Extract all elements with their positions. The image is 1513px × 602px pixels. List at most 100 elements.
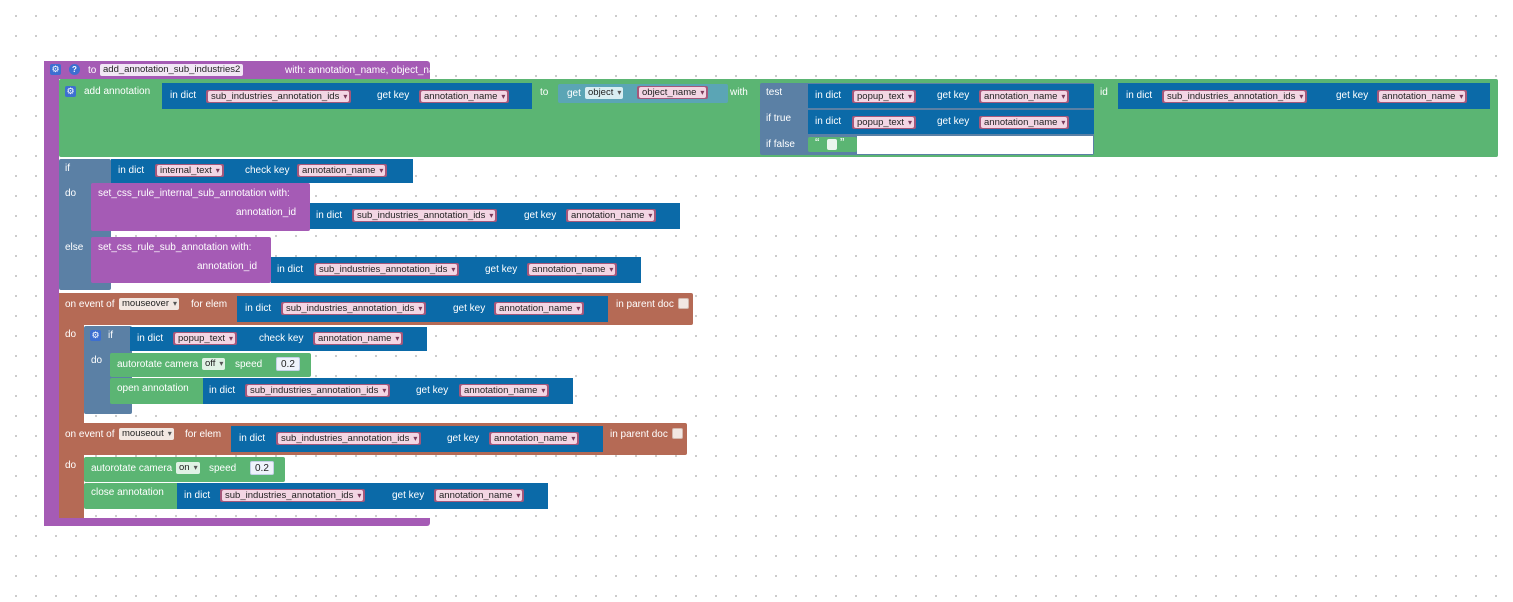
variable-sub-industries-annotation-ids[interactable]: sub_industries_annotation_ids — [314, 263, 460, 276]
get-label: get — [567, 88, 581, 99]
speed-number-field[interactable]: 0.2 — [250, 461, 274, 475]
test-label: test — [766, 87, 783, 98]
variable-annotation-name[interactable]: annotation_name — [297, 164, 388, 177]
call-set-css-sub-label: set_css_rule_sub_annotation with: — [98, 242, 252, 253]
get-key-label: get key — [392, 490, 425, 501]
in-dict-label: in dict — [815, 90, 842, 101]
variable-annotation-name[interactable]: annotation_name — [979, 116, 1070, 129]
gear-icon[interactable]: ⚙ — [50, 64, 61, 75]
do-label: do — [65, 329, 77, 340]
in-dict-label: in dict — [137, 333, 164, 344]
gear-icon[interactable]: ⚙ — [90, 330, 101, 341]
in-dict-label: in dict — [245, 303, 272, 314]
in-dict-label: in dict — [209, 385, 236, 396]
variable-internal-text[interactable]: internal_text — [155, 164, 224, 177]
do-label: do — [65, 460, 77, 471]
get-type-dropdown[interactable]: object — [585, 87, 624, 99]
if-label: if — [65, 163, 70, 174]
variable-popup-text[interactable]: popup_text — [852, 116, 917, 129]
id-label: id — [1100, 87, 1108, 98]
variable-annotation-name[interactable]: annotation_name — [1377, 90, 1468, 103]
variable-annotation-name[interactable]: annotation_name — [979, 90, 1070, 103]
check-key-label: check key — [259, 333, 304, 344]
func-to-label: to — [88, 65, 97, 76]
event-type-dropdown[interactable]: mouseover — [119, 298, 179, 310]
in-dict-label: in dict — [1126, 90, 1153, 101]
variable-popup-text[interactable]: popup_text — [173, 332, 238, 345]
get-key-label: get key — [1336, 90, 1369, 101]
get-key-label: get key — [485, 264, 518, 275]
variable-annotation-name[interactable]: annotation_name — [313, 332, 404, 345]
variable-annotation-name[interactable]: annotation_name — [419, 90, 510, 103]
autorotate-toggle-dropdown[interactable]: on — [176, 462, 200, 474]
variable-sub-industries-annotation-ids[interactable]: sub_industries_annotation_ids — [220, 489, 366, 502]
get-key-label: get key — [524, 210, 557, 221]
for-elem-label: for elem — [185, 429, 222, 440]
if-true-label: if true — [766, 113, 792, 124]
call-set-css-sub-block[interactable] — [91, 237, 271, 283]
get-key-label: get key — [453, 303, 486, 314]
variable-annotation-name[interactable]: annotation_name — [566, 209, 657, 222]
speed-label: speed — [209, 463, 237, 474]
in-dict-label: in dict — [184, 490, 211, 501]
annotation-id-label: annotation_id — [197, 261, 258, 272]
variable-sub-industries-annotation-ids[interactable]: sub_industries_annotation_ids — [276, 432, 422, 445]
on-event-label: on event of — [65, 429, 115, 440]
if-label: if — [108, 330, 113, 341]
in-dict-label: in dict — [815, 116, 842, 127]
in-parent-doc-label: in parent doc — [610, 429, 668, 440]
open-annotation-block[interactable] — [110, 378, 206, 404]
variable-annotation-name[interactable]: annotation_name — [434, 489, 525, 502]
check-key-label: check key — [245, 165, 290, 176]
event-type-dropdown[interactable]: mouseout — [119, 428, 174, 440]
close-annotation-block[interactable] — [84, 483, 180, 509]
function-params-label: with: annotation_name, object_name — [285, 65, 449, 76]
open-annotation-label: open annotation — [117, 383, 189, 394]
speed-number-field[interactable]: 0.2 — [276, 357, 300, 371]
add-annotation-label: add annotation — [84, 86, 151, 97]
call-set-css-internal-block[interactable] — [91, 183, 310, 231]
get-key-label: get key — [377, 90, 410, 101]
speed-label: speed — [235, 359, 263, 370]
in-dict-label: in dict — [239, 433, 266, 444]
with-label: with — [730, 87, 748, 98]
do-label: do — [91, 355, 103, 366]
get-key-label: get key — [416, 385, 449, 396]
variable-annotation-name[interactable]: annotation_name — [527, 263, 618, 276]
mouseout-event-spine — [59, 423, 84, 518]
function-body-spine — [44, 61, 59, 526]
in-dict-label: in dict — [316, 210, 343, 221]
in-dict-label: in dict — [170, 90, 197, 101]
quote-open: “ — [815, 135, 820, 150]
in-parent-doc-checkbox[interactable] — [672, 428, 683, 439]
autorotate-camera-label: autorotate camera — [91, 463, 173, 474]
variable-popup-text[interactable]: popup_text — [852, 90, 917, 103]
quote-close: ” — [840, 135, 845, 150]
close-annotation-label: close annotation — [91, 487, 164, 498]
variable-sub-industries-annotation-ids[interactable]: sub_industries_annotation_ids — [281, 302, 427, 315]
for-elem-label: for elem — [191, 299, 228, 310]
empty-string-field[interactable] — [827, 139, 837, 150]
variable-sub-industries-annotation-ids[interactable]: sub_industries_annotation_ids — [206, 90, 352, 103]
variable-sub-industries-annotation-ids[interactable]: sub_industries_annotation_ids — [1162, 90, 1308, 103]
variable-sub-industries-annotation-ids[interactable]: sub_industries_annotation_ids — [352, 209, 498, 222]
function-footer — [44, 518, 430, 526]
get-key-label: get key — [447, 433, 480, 444]
variable-annotation-name[interactable]: annotation_name — [494, 302, 585, 315]
autorotate-camera-label: autorotate camera — [117, 359, 199, 370]
autorotate-toggle-dropdown[interactable]: off — [202, 358, 226, 370]
to-label: to — [540, 87, 549, 98]
empty-slot — [857, 136, 1093, 154]
function-name-field[interactable]: add_annotation_sub_industries2 — [100, 64, 244, 76]
do-label: do — [65, 188, 77, 199]
variable-object-name[interactable]: object_name — [637, 86, 709, 99]
call-set-css-internal-label: set_css_rule_internal_sub_annotation wit… — [98, 188, 290, 199]
in-parent-doc-checkbox[interactable] — [678, 298, 689, 309]
gear-icon[interactable]: ⚙ — [65, 86, 76, 97]
variable-annotation-name[interactable]: annotation_name — [459, 384, 550, 397]
variable-sub-industries-annotation-ids[interactable]: sub_industries_annotation_ids — [245, 384, 391, 397]
variable-annotation-name[interactable]: annotation_name — [489, 432, 580, 445]
help-icon[interactable]: ? — [69, 64, 80, 75]
get-key-label: get key — [937, 116, 970, 127]
in-dict-label: in dict — [277, 264, 304, 275]
